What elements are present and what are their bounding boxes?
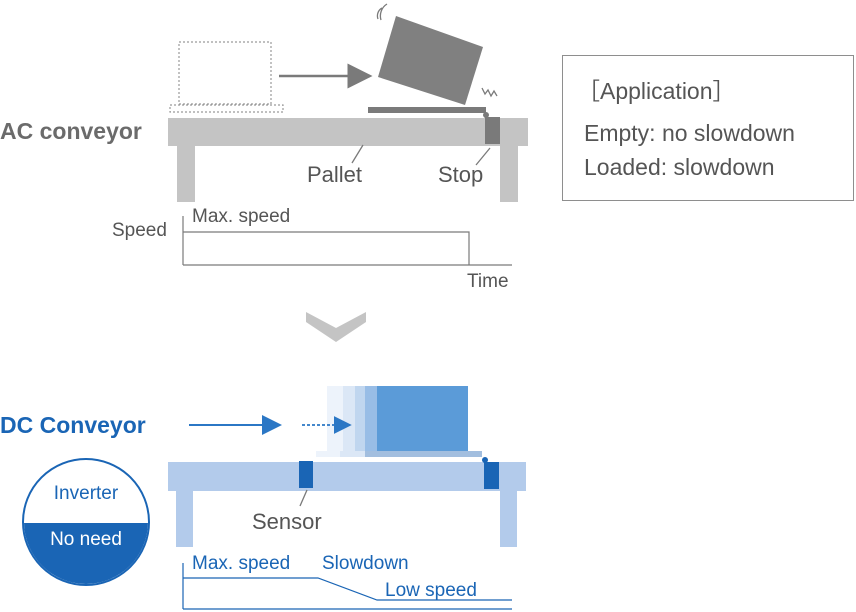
dc-stop — [482, 457, 499, 489]
ac-tipping-load — [378, 16, 483, 105]
sensor-label: Sensor — [252, 509, 322, 534]
dc-load — [377, 386, 468, 451]
inverter-badge-fill — [24, 523, 148, 584]
dc-sensor-pointer — [299, 489, 308, 507]
stop-label: Stop — [438, 162, 484, 187]
dc-table — [168, 462, 526, 547]
dc-speed-graph — [182, 563, 512, 610]
inverter-badge: Inverter No need — [22, 458, 150, 586]
inverter-label: Inverter — [53, 483, 119, 504]
ac-graph-max-label: Max. speed — [192, 206, 291, 227]
ac-pallet — [368, 107, 486, 113]
application-heading: ［Application］ — [577, 78, 736, 104]
ac-conveyor-title: AC conveyor — [0, 118, 142, 144]
inverter-no-need-label: No need — [50, 529, 122, 550]
ac-stop-pointer — [475, 147, 491, 166]
dc-graph-max-label: Max. speed — [192, 553, 291, 574]
ac-speed-graph — [182, 216, 512, 266]
ac-pallet-pointer — [351, 144, 364, 164]
application-line-loaded: Loaded: slowdown — [584, 154, 775, 180]
dc-graph-slowdown-label: Slowdown — [322, 553, 409, 574]
dc-motion-ghosts — [316, 386, 380, 457]
ac-graph-x-label: Time — [467, 271, 509, 292]
ac-table — [168, 118, 528, 202]
ac-impact-mark — [376, 3, 388, 21]
dc-conveyor-title: DC Conveyor — [0, 412, 146, 438]
ac-graph-y-label: Speed — [112, 220, 167, 241]
ac-stop — [481, 87, 500, 144]
ac-ghost-pallet — [169, 41, 284, 113]
dc-sensor — [299, 461, 313, 488]
application-box: ［Application］ Empty: no slowdown Loaded:… — [562, 55, 854, 201]
dc-graph-low-label: Low speed — [385, 580, 477, 601]
transition-chevron-icon — [306, 312, 366, 342]
application-line-empty: Empty: no slowdown — [584, 120, 795, 146]
dc-pallet — [365, 451, 482, 457]
pallet-label: Pallet — [307, 162, 363, 187]
